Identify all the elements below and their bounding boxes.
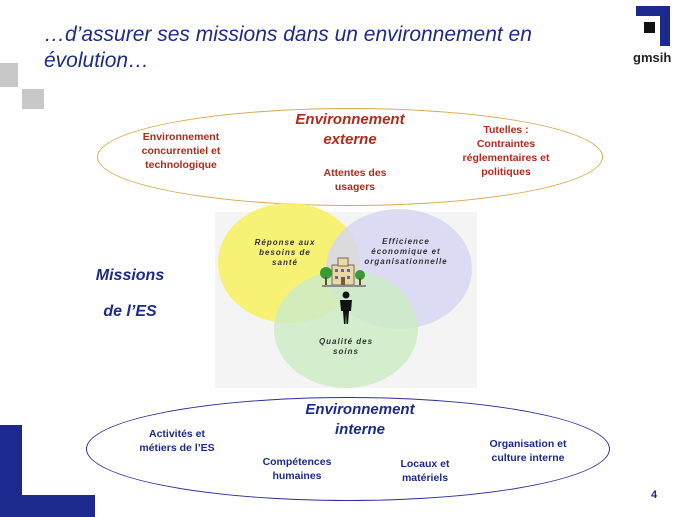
item-line: usagers	[334, 181, 376, 193]
title-line: évolution…	[44, 49, 150, 72]
internal-item-organisation: Organisation et culture interne	[472, 437, 584, 465]
item-line: Tutelles :	[483, 124, 529, 136]
navy-bar-decoration	[0, 425, 22, 517]
internal-heading: Environnement interne	[280, 400, 440, 440]
item-line: Locaux et	[400, 458, 450, 470]
circle-label-line: Efficience	[382, 237, 430, 246]
missions-label: Missions de l’ES	[70, 258, 190, 330]
item-line: humaines	[272, 470, 322, 482]
navy-bar-decoration	[0, 495, 95, 517]
internal-item-locaux: Locaux et matériels	[375, 457, 475, 485]
circle-label-line: Réponse aux	[254, 238, 316, 247]
logo-text: gmsih	[633, 50, 672, 65]
person-icon	[340, 291, 352, 324]
item-line: Contraintes	[476, 138, 536, 150]
grey-square-decoration	[22, 89, 44, 109]
slide-title: …d’assurer ses missions dans un environn…	[44, 22, 604, 74]
item-line: Attentes des	[323, 167, 387, 179]
item-line: Compétences	[262, 456, 332, 468]
circle-label-qualite: Qualité des soins	[300, 337, 392, 357]
circle-label-line: besoins de	[259, 248, 311, 257]
circle-label-line: santé	[272, 258, 298, 267]
circle-label-efficience: Efficience économique et organisationnel…	[344, 237, 468, 267]
venn-circle-qualite	[274, 270, 418, 388]
internal-item-competences: Compétences humaines	[242, 455, 352, 483]
missions-line: de l’ES	[103, 303, 157, 320]
item-line: concurrentiel et	[141, 145, 221, 157]
heading-line: Environnement	[295, 111, 405, 128]
circle-label-line: soins	[333, 347, 359, 356]
heading-line: externe	[323, 131, 377, 148]
hospital-building-icon	[320, 257, 366, 287]
external-item-tutelles: Tutelles : Contraintes réglementaires et…	[446, 123, 566, 179]
external-heading: Environnement externe	[270, 110, 430, 150]
item-line: technologique	[145, 159, 217, 171]
item-line: Activités et	[148, 428, 206, 440]
external-item-usagers: Attentes des usagers	[300, 166, 410, 194]
internal-environment-ellipse	[86, 397, 610, 501]
item-line: matériels	[401, 472, 449, 484]
item-line: Environnement	[142, 131, 220, 143]
internal-item-activites: Activités et métiers de l’ES	[122, 427, 232, 455]
item-line: réglementaires et	[462, 152, 550, 164]
item-line: culture interne	[491, 452, 565, 464]
circle-label-line: Qualité des	[318, 337, 374, 346]
external-environment-ellipse	[97, 108, 603, 206]
grey-square-decoration	[0, 63, 18, 87]
title-line: …d’assurer ses missions dans un environn…	[44, 23, 532, 46]
item-line: métiers de l’ES	[139, 442, 215, 454]
page-number: 4	[651, 489, 658, 501]
external-item-concurrentiel: Environnement concurrentiel et technolog…	[122, 130, 240, 172]
item-line: Organisation et	[489, 438, 567, 450]
heading-line: Environnement	[305, 401, 415, 418]
circle-label-line: économique et	[371, 247, 441, 256]
item-line: politiques	[481, 166, 531, 178]
circle-label-besoins: Réponse aux besoins de santé	[230, 238, 340, 268]
circle-label-line: organisationnelle	[364, 257, 448, 266]
gmsih-logo-icon	[636, 6, 670, 46]
missions-line: Missions	[95, 267, 165, 284]
heading-line: interne	[334, 421, 385, 438]
